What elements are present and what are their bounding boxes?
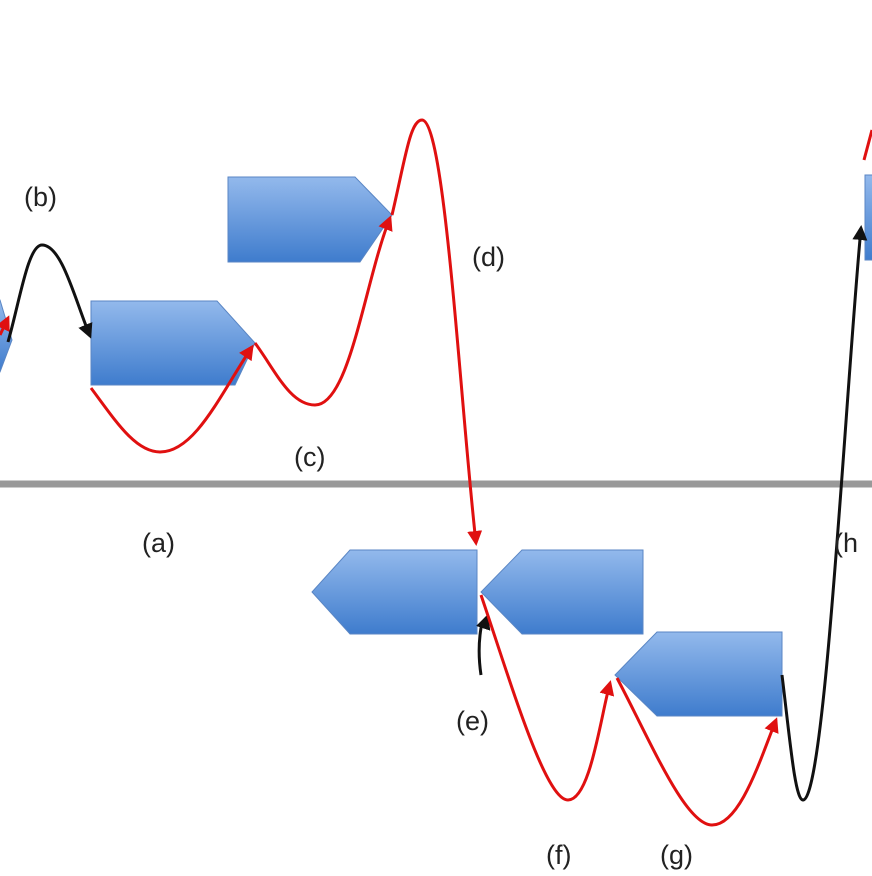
label-g: (g)	[660, 840, 693, 870]
label-d: (d)	[472, 242, 505, 272]
arrow-g	[615, 677, 779, 827]
arrow-partial-right	[862, 129, 872, 161]
arrow-b	[6, 243, 93, 343]
label-b: (b)	[24, 182, 57, 212]
arrow-h	[780, 225, 868, 802]
arrow-f	[479, 594, 615, 802]
block-4	[480, 549, 644, 635]
label-h: (h	[834, 528, 858, 558]
label-a: (a)	[142, 528, 175, 558]
arrow-c	[253, 215, 393, 407]
block-2	[227, 176, 393, 263]
label-c: (c)	[294, 442, 325, 472]
block-partial-right	[864, 174, 872, 261]
arrow-a	[89, 344, 254, 454]
arrow-a-partial	[0, 315, 10, 336]
block-5	[614, 631, 783, 717]
block-3	[311, 549, 478, 635]
label-e: (e)	[456, 706, 489, 736]
arrow-d	[390, 118, 483, 546]
label-f: (f)	[546, 840, 571, 870]
block-1	[90, 300, 256, 386]
arrow-e	[476, 614, 491, 676]
